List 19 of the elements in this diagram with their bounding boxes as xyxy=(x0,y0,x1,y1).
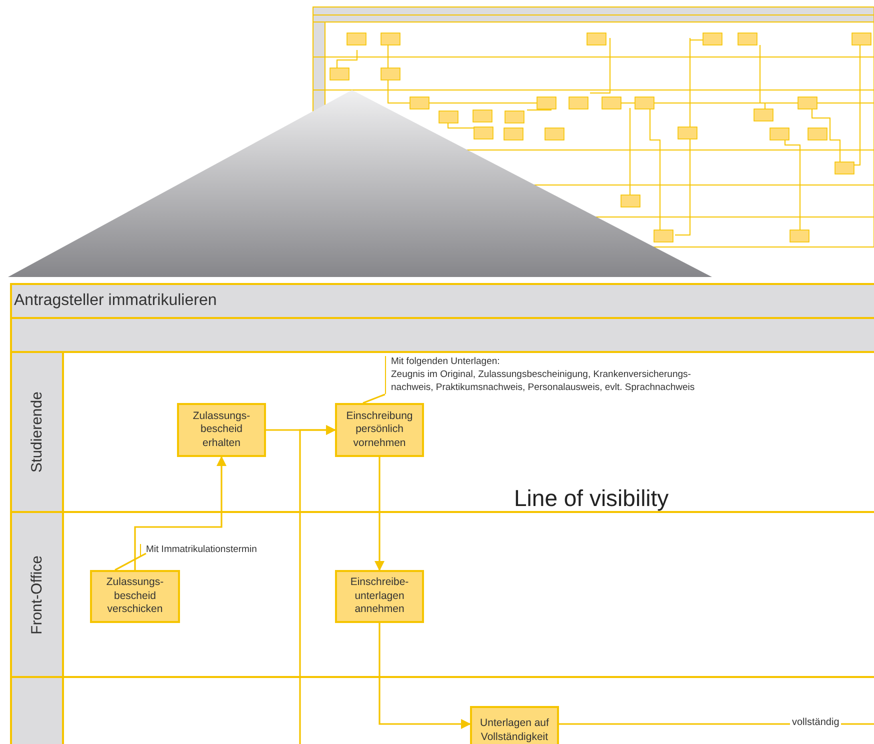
arrow xyxy=(374,457,384,571)
annotation-text: Mit folgenden Unterlagen: Zeugnis im Original, Zulassungsbescheinigung, Krankenversicherungs- nachweis, Praktikumsnachweis, Personalausweis, evlt. Sprachnachweis xyxy=(385,356,705,394)
process-box: Unterlagen auf Vollständigkeit xyxy=(470,706,559,744)
lane-label: Front-Office xyxy=(28,555,46,634)
leader-line xyxy=(114,552,146,571)
arrow xyxy=(378,623,471,729)
process-box: Zulassungs- bescheid erhalten xyxy=(177,403,266,457)
annotation-text: Mit Immatrikulationstermin xyxy=(140,544,300,557)
process-box: Einschreibe- unterlagen annehmen xyxy=(335,570,424,623)
arrow xyxy=(134,456,226,570)
title: Antragsteller immatrikulieren xyxy=(14,292,217,310)
connector-line xyxy=(559,723,874,725)
leader-line xyxy=(362,394,386,404)
visibility-line-label: Line of visibility xyxy=(514,485,669,512)
edge-label: vollständig xyxy=(790,717,842,728)
process-box: Einschreibung persönlich vornehmen xyxy=(335,403,424,457)
arrow xyxy=(299,425,336,744)
lane-label: Studierende xyxy=(28,392,46,472)
process-box: Zulassungs- bescheid verschicken xyxy=(90,570,180,623)
